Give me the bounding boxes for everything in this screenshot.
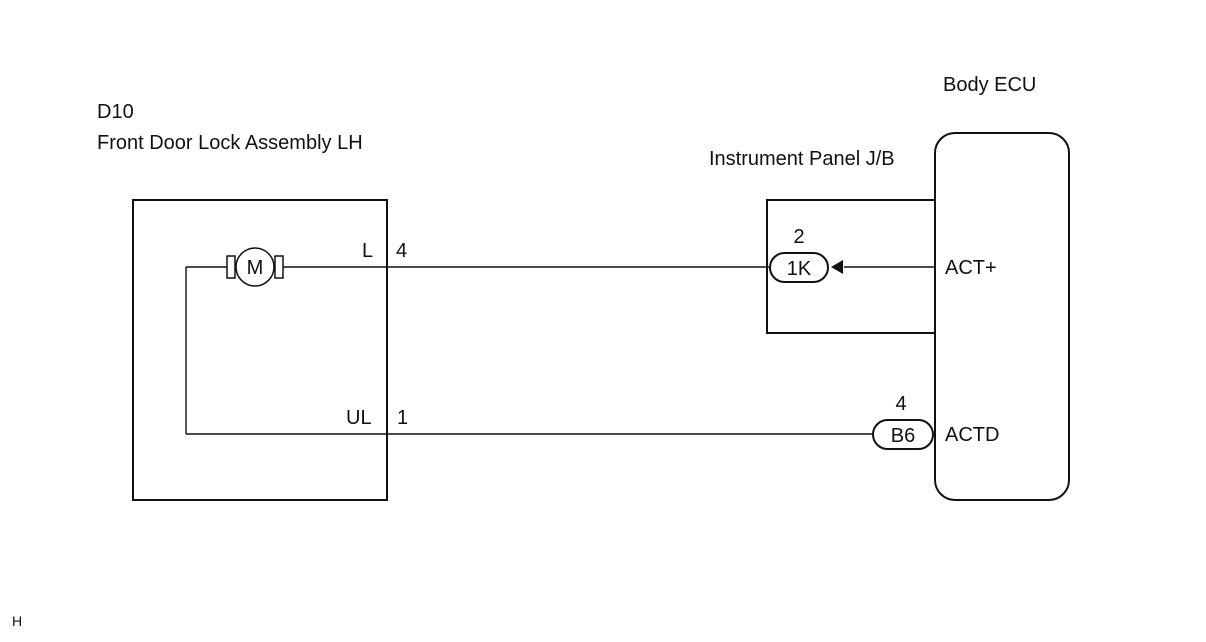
- lock-assembly-name: Front Door Lock Assembly LH: [97, 132, 363, 154]
- pin-number-1: 1: [397, 407, 408, 429]
- svg-text:1K: 1K: [787, 258, 812, 280]
- internal-motor-loop: [185, 266, 387, 434]
- pin-label-ul: UL: [346, 407, 372, 429]
- connector-1k-pin: 2: [793, 226, 804, 248]
- pin-label-l: L: [362, 240, 373, 262]
- pin-number-4: 4: [396, 240, 407, 262]
- footer-code: H: [12, 613, 22, 629]
- svg-text:B6: B6: [891, 425, 915, 447]
- body-ecu-title: Body ECU: [943, 74, 1036, 96]
- ecu-terminal-act-plus: ACT+: [945, 257, 997, 279]
- svg-text:M: M: [247, 257, 264, 279]
- connector-b6: B6: [872, 419, 934, 450]
- junction-block-title: Instrument Panel J/B: [709, 148, 895, 170]
- lock-assembly-code: D10: [97, 101, 134, 123]
- ecu-terminal-actd: ACTD: [945, 424, 999, 446]
- connector-b6-pin: 4: [895, 393, 906, 415]
- motor-icon: M: [226, 247, 284, 287]
- lock-assembly-box: [132, 199, 388, 501]
- arrow-icon: [831, 260, 843, 274]
- connector-1k: 1K: [769, 252, 829, 283]
- body-ecu-box: [934, 132, 1070, 501]
